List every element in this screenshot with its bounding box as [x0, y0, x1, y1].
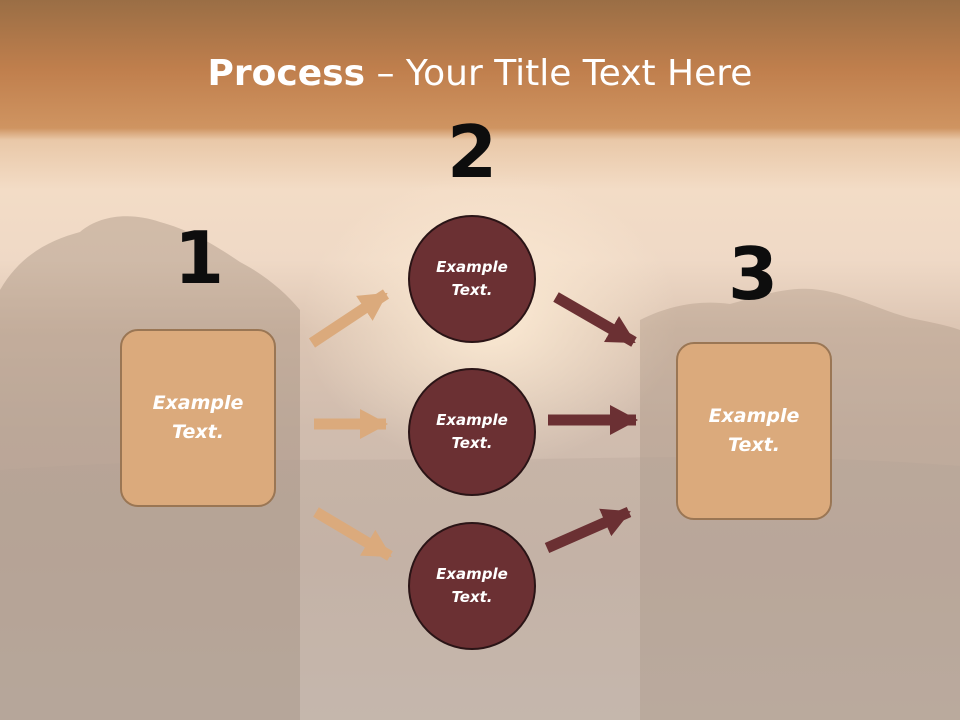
arrow-left-to-bottom	[313, 507, 393, 561]
arrow-top-to-right	[553, 292, 637, 347]
step-number-2: 2	[446, 110, 498, 194]
circle-bottom: Example Text.	[408, 522, 536, 650]
slide-title: Process – Your Title Text Here	[0, 52, 960, 96]
arrow-bottom-to-right	[544, 506, 632, 554]
circle-bottom-text: Example Text.	[436, 565, 508, 606]
left-box: Example Text.	[120, 329, 276, 507]
circle-top: Example Text.	[408, 215, 536, 343]
arrow-left-to-top	[308, 289, 390, 348]
step-number-1: 1	[173, 216, 225, 300]
circle-middle-text: Example Text.	[436, 411, 508, 452]
title-bold: Process	[207, 53, 366, 94]
step-number-3: 3	[727, 232, 779, 316]
title-rest: – Your Title Text Here	[365, 53, 753, 94]
right-box-text: Example Text.	[708, 405, 800, 456]
circle-top-text: Example Text.	[436, 258, 508, 299]
left-box-text: Example Text.	[152, 392, 244, 443]
circle-middle: Example Text.	[408, 368, 536, 496]
right-box: Example Text.	[676, 342, 832, 520]
